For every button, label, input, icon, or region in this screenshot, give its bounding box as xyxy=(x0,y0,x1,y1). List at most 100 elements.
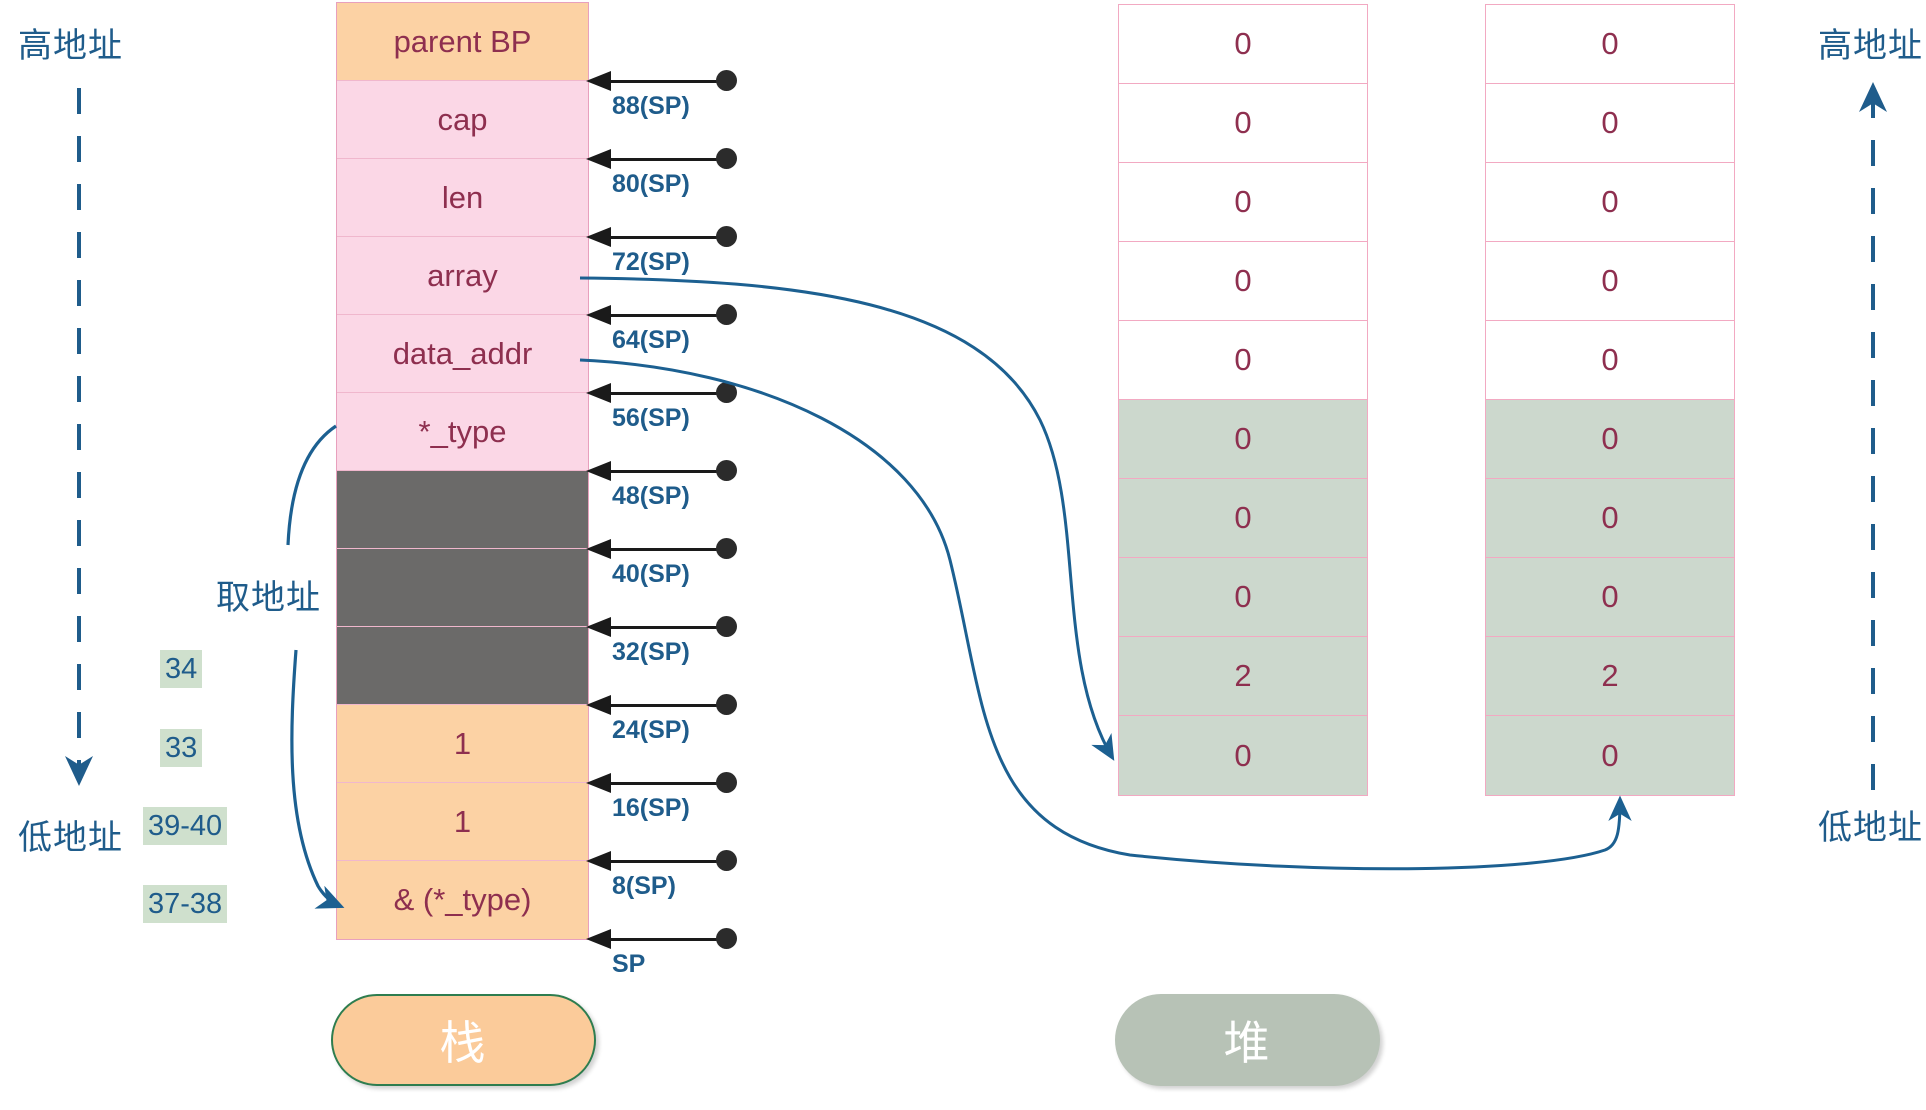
heap-cell-value: 0 xyxy=(1601,184,1619,219)
sp-offset-label: 56(SP) xyxy=(612,404,690,432)
arrow-dot-icon xyxy=(716,148,737,169)
take-address-label: 取地址 xyxy=(216,579,321,617)
heap-cell-value: 0 xyxy=(1601,26,1619,61)
arrow-left-icon xyxy=(586,929,611,949)
heap-cell-value: 0 xyxy=(1234,421,1252,456)
right-low-address-label: 低地址 xyxy=(1818,809,1923,847)
sp-offset-label: 32(SP) xyxy=(612,638,690,666)
heap-cell: 0 xyxy=(1119,242,1367,321)
sp-offset-label: 64(SP) xyxy=(612,326,690,354)
heap-cell: 0 xyxy=(1486,716,1734,795)
stack-cell-label: len xyxy=(441,179,484,215)
stack-cell-label: cap xyxy=(437,101,488,137)
arrow-left-icon xyxy=(586,773,611,793)
sp-offset-label: 8(SP) xyxy=(612,872,676,900)
heap-cell: 0 xyxy=(1119,5,1367,84)
heap-cell-value: 0 xyxy=(1601,500,1619,535)
heap-cell-value: 0 xyxy=(1234,26,1252,61)
stack-cell xyxy=(337,627,588,705)
heap-cell: 0 xyxy=(1119,321,1367,400)
sp-offset-label: 16(SP) xyxy=(612,794,690,822)
sp-offset-label: 72(SP) xyxy=(612,248,690,276)
arrow-shaft xyxy=(608,782,722,785)
arrow-shaft xyxy=(608,314,722,317)
arrow-shaft xyxy=(608,704,722,707)
take-address-curve-upper xyxy=(286,424,337,546)
heap-cell: 0 xyxy=(1119,558,1367,637)
heap-cell: 0 xyxy=(1486,558,1734,637)
heap-cell-value: 0 xyxy=(1234,737,1252,773)
stack-cell-label: parent BP xyxy=(393,23,532,59)
arrow-left-icon xyxy=(586,305,611,325)
sp-offset-label: 24(SP) xyxy=(612,716,690,744)
left-high-address-label: 高地址 xyxy=(18,27,123,65)
arrow-dot-icon xyxy=(716,772,737,793)
right-high-address-label: 高地址 xyxy=(1818,27,1923,65)
heap-column-1: 0 0 0 0 0 0 0 0 2 0 xyxy=(1118,4,1368,796)
left-low-address-label: 低地址 xyxy=(18,819,123,857)
arrow-left-icon xyxy=(586,149,611,169)
stack-cell-label: *_type xyxy=(418,413,507,449)
heap-cell-value: 0 xyxy=(1601,579,1619,614)
heap-cell: 0 xyxy=(1486,479,1734,558)
arrow-dot-icon xyxy=(716,928,737,949)
arrow-left-icon xyxy=(586,71,611,91)
arrow-dot-icon xyxy=(716,226,737,247)
line-number-chip-33: 33 xyxy=(160,729,203,768)
data-addr-to-heap-curve xyxy=(579,358,1632,871)
arrow-shaft xyxy=(608,548,722,551)
stack-frame: parent BP cap len array data_addr *_type 1 1 & (… xyxy=(336,2,589,940)
heap-cell: 0 xyxy=(1119,84,1367,163)
heap-cell-value: 0 xyxy=(1234,105,1252,140)
heap-legend-pill: 堆 xyxy=(1115,994,1380,1086)
arrow-left-icon xyxy=(586,461,611,481)
line-number-chip-34: 34 xyxy=(160,650,203,689)
stack-cell-label: 1 xyxy=(453,725,472,761)
heap-cell-value: 0 xyxy=(1234,500,1252,535)
heap-cell-value: 0 xyxy=(1601,105,1619,140)
arrow-dot-icon xyxy=(716,382,737,403)
heap-cell-value: 0 xyxy=(1601,342,1619,377)
heap-cell: 0 xyxy=(1486,321,1734,400)
stack-cell xyxy=(337,549,588,627)
arrow-left-icon xyxy=(586,383,611,403)
heap-cell-value: 2 xyxy=(1234,658,1252,693)
sp-offset-label: 48(SP) xyxy=(612,482,690,510)
stack-cell-label: & (*_type) xyxy=(393,882,532,917)
stack-cell: data_addr xyxy=(337,315,588,393)
heap-cell-value: 0 xyxy=(1601,263,1619,298)
stack-cell xyxy=(337,471,588,549)
heap-cell: 0 xyxy=(1486,242,1734,321)
heap-cell-value: 0 xyxy=(1234,579,1252,614)
arrow-left-icon xyxy=(586,851,611,871)
sp-offset-label: 80(SP) xyxy=(612,170,690,198)
heap-cell: 2 xyxy=(1486,637,1734,716)
arrow-dot-icon xyxy=(716,694,737,715)
arrow-shaft xyxy=(608,938,722,941)
heap-cell-value: 2 xyxy=(1601,658,1619,693)
stack-cell-label: array xyxy=(427,257,498,293)
arrow-shaft xyxy=(608,392,722,395)
sp-offset-label: 40(SP) xyxy=(612,560,690,588)
arrow-dot-icon xyxy=(716,538,737,559)
arrow-shaft xyxy=(608,80,722,83)
arrow-left-icon xyxy=(586,539,611,559)
heap-cell: 2 xyxy=(1119,637,1367,716)
heap-cell: 0 xyxy=(1486,163,1734,242)
stack-cell-label: 1 xyxy=(453,803,472,839)
heap-cell-value: 0 xyxy=(1234,342,1252,377)
heap-cell-value: 0 xyxy=(1601,737,1619,773)
stack-legend-label: 栈 xyxy=(439,1017,488,1069)
line-number-chip-37-38: 37-38 xyxy=(143,885,228,924)
arrow-left-icon xyxy=(586,695,611,715)
sp-offset-label: 88(SP) xyxy=(612,92,690,120)
arrow-shaft xyxy=(608,158,722,161)
heap-cell-value: 0 xyxy=(1234,263,1252,298)
arrow-dot-icon xyxy=(716,460,737,481)
stack-cell-label: data_addr xyxy=(392,335,533,371)
heap-cell-value: 0 xyxy=(1234,184,1252,219)
arrow-dot-icon xyxy=(716,616,737,637)
arrow-shaft xyxy=(608,626,722,629)
